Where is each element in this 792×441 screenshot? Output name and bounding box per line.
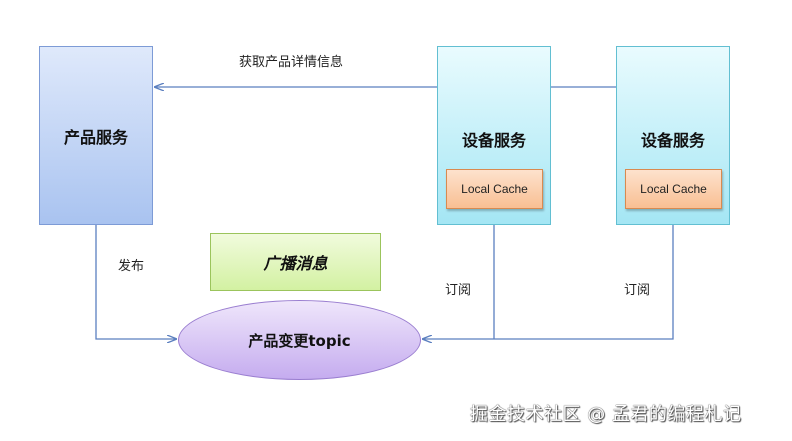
broadcast-message-box: 广播消息 [210,233,381,291]
device-service-label-1: 设备服务 [461,131,526,150]
broadcast-message-label: 广播消息 [263,254,328,273]
local-cache-box-1: Local Cache [446,169,543,209]
watermark-text: 掘金技术社区 @ 孟君的编程札记 [470,404,742,425]
fetch-details-label: 获取产品详情信息 [239,55,344,70]
local-cache-box-2: Local Cache [625,169,722,209]
publish-arrow [95,225,176,339]
product-service-label: 产品服务 [63,127,128,147]
device-service-box-1: 设备服务 Local Cache [437,46,551,225]
product-change-topic-label: 产品变更topic [248,331,351,350]
device-service-label-2: 设备服务 [640,131,705,150]
subscribe-label-1: 订阅 [445,283,472,298]
publish-label: 发布 [118,259,145,274]
product-service-box: 产品服务 [39,46,153,225]
subscribe-label-2: 订阅 [624,283,651,298]
local-cache-label-1: Local Cache [461,182,528,196]
product-change-topic-ellipse: 产品变更topic [178,300,421,380]
subscribe-line-2 [423,225,674,339]
device-service-box-2: 设备服务 Local Cache [616,46,730,225]
local-cache-label-2: Local Cache [640,182,707,196]
